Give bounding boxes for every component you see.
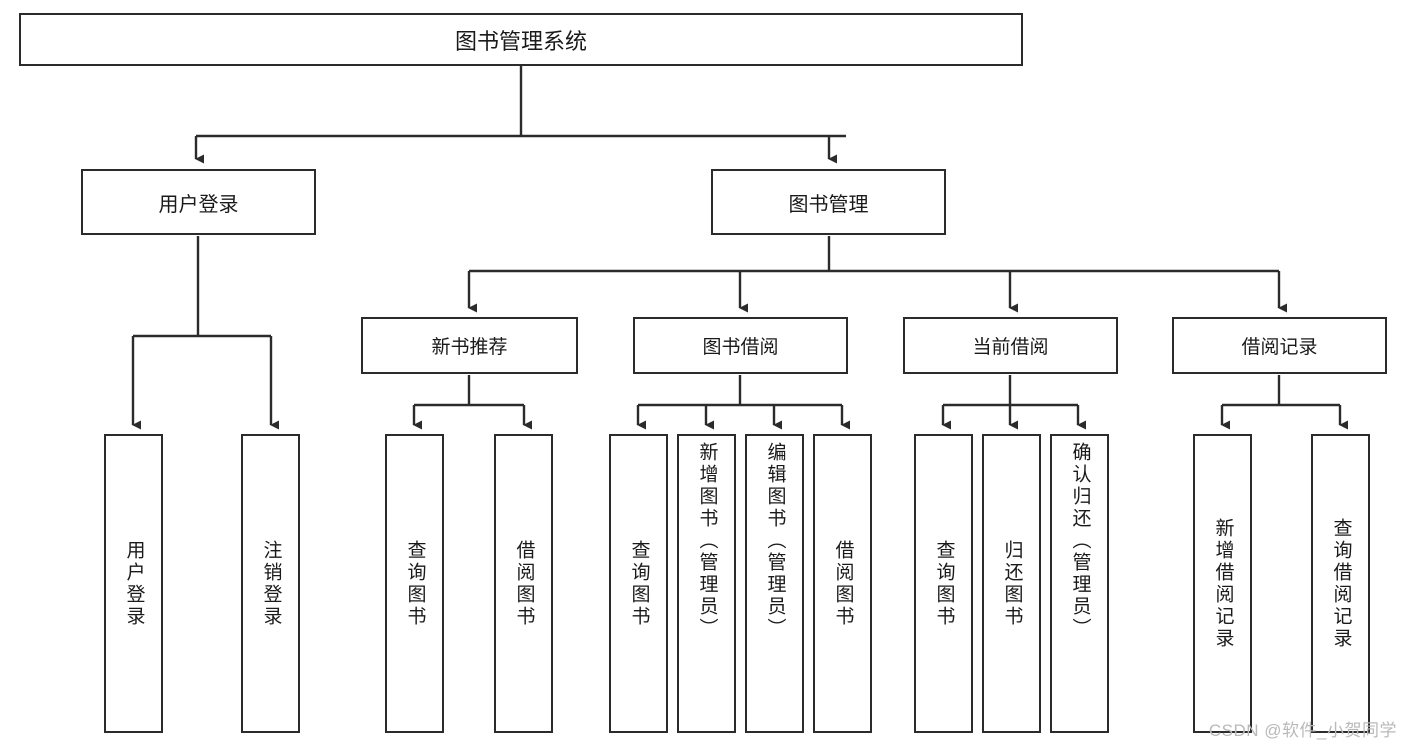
leaf-label: 归还图书 xyxy=(1001,539,1023,628)
leaf-new-book-query[interactable]: 查询图书 xyxy=(385,434,444,733)
node-new-book-recommend[interactable]: 新书推荐 xyxy=(361,317,578,374)
leaf-label: 新增借阅记录 xyxy=(1212,517,1234,650)
leaf-user-login-login[interactable]: 用户登录 xyxy=(104,434,163,733)
node-book-management[interactable]: 图书管理 xyxy=(711,169,946,235)
leaf-label: 查询图书 xyxy=(628,539,650,628)
leaf-book-borrow-edit[interactable]: 编辑图书（管理员） xyxy=(745,434,804,733)
node-book-management-label: 图书管理 xyxy=(788,193,869,216)
leaf-new-book-borrow[interactable]: 借阅图书 xyxy=(494,434,553,733)
node-root-label: 图书管理系统 xyxy=(454,28,587,54)
node-new-book-recommend-label: 新书推荐 xyxy=(431,337,508,358)
leaf-current-borrow-return[interactable]: 归还图书 xyxy=(982,434,1041,733)
node-root-system[interactable]: 图书管理系统 xyxy=(19,13,1023,66)
node-book-borrow-label: 图书借阅 xyxy=(702,337,779,358)
leaf-label: 注销登录 xyxy=(260,539,282,628)
leaf-label: 查询图书 xyxy=(933,539,955,628)
watermark: CSDN @软件_小贺同学 xyxy=(1208,721,1397,740)
leaf-label: 查询借阅记录 xyxy=(1330,517,1352,650)
leaf-book-borrow-borrow[interactable]: 借阅图书 xyxy=(813,434,872,733)
node-borrow-record-label: 借阅记录 xyxy=(1241,337,1318,358)
leaf-label: 编辑图书（管理员） xyxy=(764,442,786,640)
leaf-book-borrow-add[interactable]: 新增图书（管理员） xyxy=(677,434,736,733)
leaf-current-borrow-confirm-return[interactable]: 确认归还（管理员） xyxy=(1050,434,1109,733)
node-user-login-label: 用户登录 xyxy=(158,193,239,216)
leaf-user-login-logout[interactable]: 注销登录 xyxy=(241,434,300,733)
leaf-label: 查询图书 xyxy=(404,539,426,628)
leaf-borrow-record-add[interactable]: 新增借阅记录 xyxy=(1193,434,1252,733)
node-book-borrow[interactable]: 图书借阅 xyxy=(633,317,848,374)
leaf-label: 确认归还（管理员） xyxy=(1069,442,1091,640)
node-borrow-record[interactable]: 借阅记录 xyxy=(1172,317,1387,374)
node-current-borrow[interactable]: 当前借阅 xyxy=(903,317,1118,374)
leaf-label: 借阅图书 xyxy=(832,539,854,628)
leaf-label: 借阅图书 xyxy=(513,539,535,628)
leaf-borrow-record-query[interactable]: 查询借阅记录 xyxy=(1311,434,1370,733)
leaf-book-borrow-query[interactable]: 查询图书 xyxy=(609,434,668,733)
leaf-label: 用户登录 xyxy=(123,539,145,628)
node-user-login[interactable]: 用户登录 xyxy=(81,169,316,235)
leaf-current-borrow-query[interactable]: 查询图书 xyxy=(914,434,973,733)
leaf-label: 新增图书（管理员） xyxy=(696,442,718,640)
node-current-borrow-label: 当前借阅 xyxy=(972,337,1049,358)
